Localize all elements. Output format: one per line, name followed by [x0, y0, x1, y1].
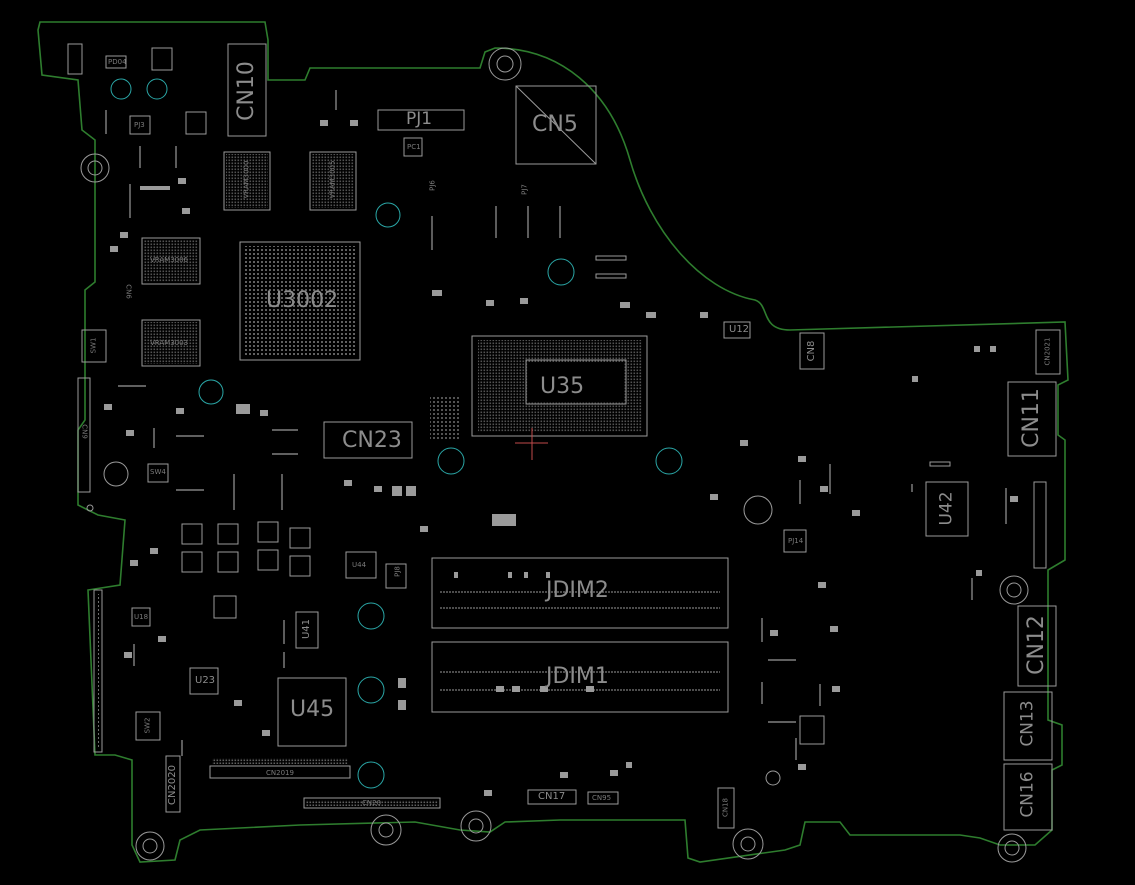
sw2-label: SW2 [143, 717, 152, 734]
mount-hole [146, 78, 168, 100]
mount-hole [357, 602, 385, 630]
cn13-connector [1003, 691, 1053, 761]
u41-chip [295, 611, 319, 649]
u42-chip [925, 481, 969, 537]
cn8-connector [799, 332, 825, 370]
cn11-label: CN11 [1019, 388, 1044, 448]
mount-hole [198, 379, 224, 405]
cn16-connector [1003, 763, 1053, 831]
cn2021-label: CN2021 [1043, 337, 1052, 366]
jdim2-slot [431, 557, 729, 629]
sw4-label: SW4 [150, 468, 166, 476]
mount-hole [655, 447, 683, 475]
cn17-connector [527, 789, 577, 805]
cn11-connector [1007, 381, 1057, 457]
pj1-outline [377, 109, 465, 131]
cn18-label: CN18 [721, 797, 730, 818]
cn20-label: CN20 [362, 799, 382, 807]
pj6-label: PJ6 [428, 180, 437, 191]
cn5-connector [515, 85, 597, 165]
sw4-switch [147, 463, 169, 483]
cn95-label: CN95 [592, 794, 612, 802]
u42-label: U42 [936, 491, 957, 526]
cn9-label: CN9 [80, 424, 89, 439]
vram3000-label: VRAM3000 [242, 160, 251, 199]
u41-label: U41 [301, 618, 312, 640]
pj3-label: PJ3 [134, 121, 145, 129]
jdim1-label: JDIM1 [546, 664, 609, 689]
cn2020-label: CN2020 [167, 765, 178, 805]
cn12-connector [1017, 605, 1057, 687]
cn8-label: CN8 [806, 340, 817, 362]
u45-chip [277, 677, 347, 747]
cn6-label: CN6 [124, 284, 133, 299]
u3002-label: U3002 [266, 288, 339, 313]
cn2019-connector [209, 765, 351, 779]
u44-label: U44 [352, 561, 367, 569]
cn12-label: CN12 [1024, 615, 1049, 675]
pj7-label: PJ7 [520, 184, 529, 195]
pj8-label: PJ8 [393, 566, 402, 577]
u18-label: U18 [134, 613, 149, 621]
jdim2-label: JDIM2 [546, 578, 609, 603]
pj1-label: PJ1 [406, 109, 433, 129]
mount-hole [357, 676, 385, 704]
sw1-switch [81, 329, 107, 363]
cn5-label: CN5 [532, 112, 578, 137]
vram3000-chip [223, 151, 271, 211]
mount-hole [375, 202, 401, 228]
cn23-connector [323, 421, 413, 459]
vram3003-chip [141, 319, 201, 367]
u44-chip [345, 551, 377, 579]
u45-label: U45 [290, 697, 335, 722]
pj14-label: PJ14 [788, 537, 804, 545]
vram3006-label: VRAM3006 [150, 256, 189, 264]
u12-label: U12 [729, 324, 750, 335]
mount-hole [547, 258, 575, 286]
cn9-connector [77, 377, 91, 493]
vram3006-chip [141, 237, 201, 285]
sw1-label: SW1 [89, 337, 98, 354]
cn10-connector [227, 43, 267, 137]
u3002-chip [239, 241, 361, 361]
cn10-label: CN10 [234, 61, 259, 121]
mount-hole [437, 447, 465, 475]
u23-chip [189, 667, 219, 695]
cn95-connector [587, 791, 619, 805]
u12-chip [723, 321, 751, 339]
board-outline [37, 21, 1069, 863]
cn23-label: CN23 [342, 428, 402, 453]
vram3005-label: VRAM3005 [328, 160, 337, 199]
mount-hole [357, 761, 385, 789]
pd04-label: PD04 [108, 58, 127, 66]
pc1-label: PC1 [407, 143, 421, 151]
mount-hole [110, 78, 132, 100]
cn20-connector [303, 797, 441, 809]
cn2020-connector [165, 755, 181, 813]
cn17-label: CN17 [538, 791, 566, 802]
jdim1-slot [431, 641, 729, 713]
cn2019-label: CN2019 [266, 769, 294, 777]
vram3003-label: VRAM3003 [150, 339, 189, 347]
cn13-label: CN13 [1017, 700, 1038, 747]
sw2-switch [135, 711, 161, 741]
u35-label: U35 [540, 374, 585, 399]
u23-label: U23 [195, 675, 216, 686]
cn16-label: CN16 [1017, 771, 1038, 818]
vram3005-chip [309, 151, 357, 211]
cn18-connector [717, 787, 735, 829]
u35-chip [471, 335, 648, 437]
